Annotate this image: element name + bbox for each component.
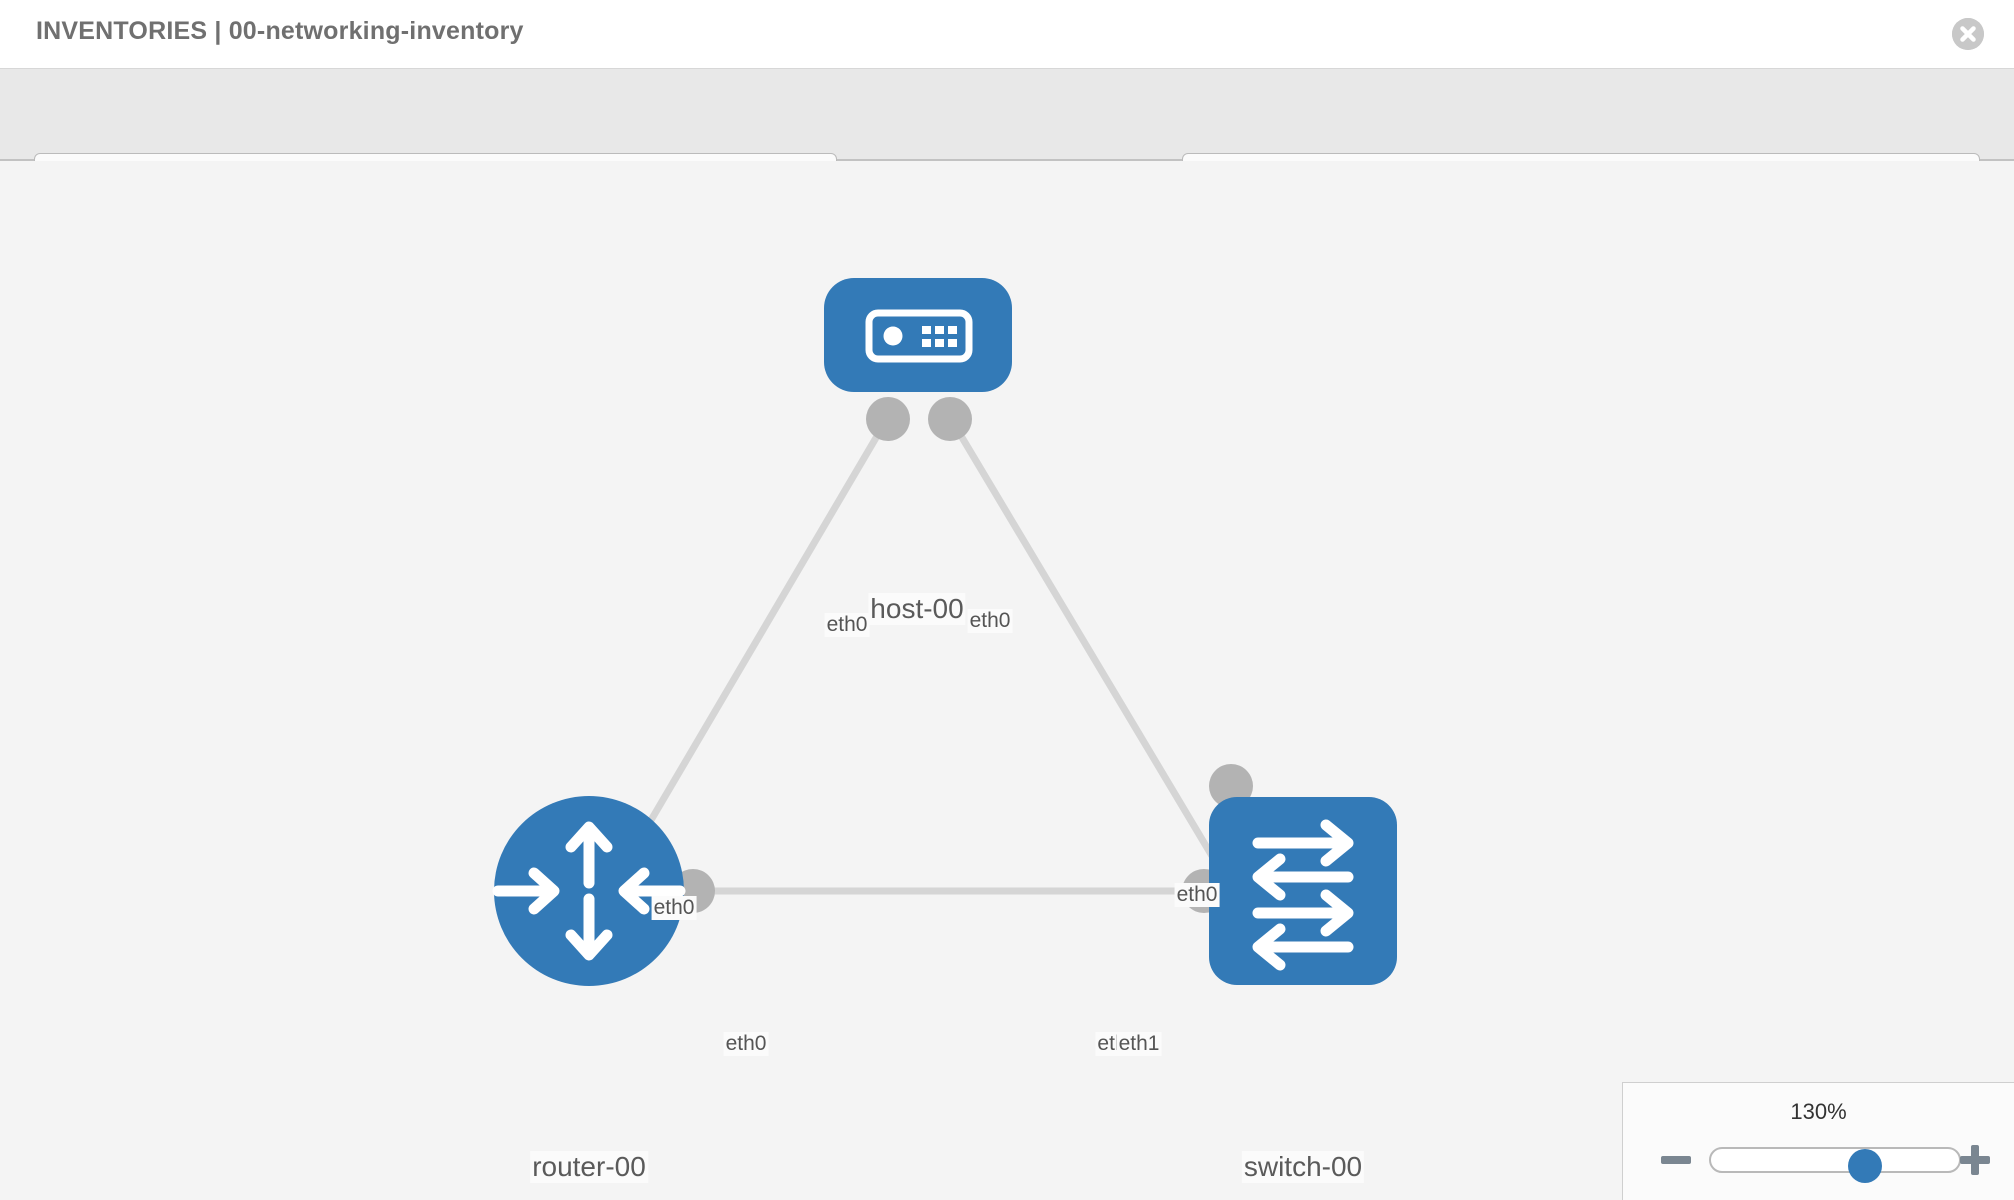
zoom-control-panel: 130% — [1622, 1082, 2014, 1200]
host-node-shape — [824, 278, 1012, 392]
node-label-router-00: router-00 — [530, 1151, 648, 1183]
edge-group — [623, 412, 1228, 895]
node-label-host-00: host-00 — [868, 593, 966, 625]
zoom-level-value: 130% — [1790, 1099, 1847, 1124]
switch-node-shape — [1209, 797, 1397, 985]
port-host-left — [866, 397, 910, 441]
node-label-switch-00: switch-00 — [1241, 1151, 1365, 1183]
node-host-00[interactable] — [824, 278, 1012, 392]
edge-label-switch-left: eth1 — [1116, 1032, 1162, 1056]
minus-icon[interactable] — [1659, 1141, 1693, 1179]
edge-host-switch — [944, 412, 1219, 863]
topology-graph — [492, 278, 1397, 986]
node-switch-00[interactable] — [1209, 797, 1397, 985]
edge-label-switch-upper: eth0 — [1174, 883, 1220, 907]
node-router-00[interactable] — [492, 796, 686, 986]
zoom-slider-thumb[interactable] — [1848, 1149, 1882, 1183]
port-host-right — [928, 397, 972, 441]
router-node-shape — [494, 796, 684, 986]
plus-icon[interactable] — [1958, 1141, 1992, 1179]
zoom-slider[interactable] — [1709, 1147, 1961, 1183]
switch-icon — [1252, 819, 1354, 971]
edge-host-router — [623, 412, 894, 863]
edge-label-host-right: eth0 — [967, 609, 1013, 633]
breadcrumb: INVENTORIES | 00-networking-inventory — [36, 17, 524, 45]
edge-label-router-right: eth0 — [723, 1032, 769, 1056]
close-icon[interactable] — [1952, 18, 1984, 50]
toolbar: ACTIONS SEARCH — [0, 69, 2014, 209]
router-icon — [492, 821, 686, 961]
edge-label-router-upper: eth0 — [651, 896, 697, 920]
port-group — [619, 397, 1253, 913]
edge-label-host-left: eth0 — [824, 613, 870, 637]
zoom-slider-row — [1623, 1141, 2014, 1183]
topology-canvas[interactable]: host-00 router-00 switch-00 eth0 eth0 et… — [0, 161, 2014, 1200]
page-header: INVENTORIES | 00-networking-inventory — [0, 0, 2014, 69]
server-icon — [865, 309, 973, 363]
